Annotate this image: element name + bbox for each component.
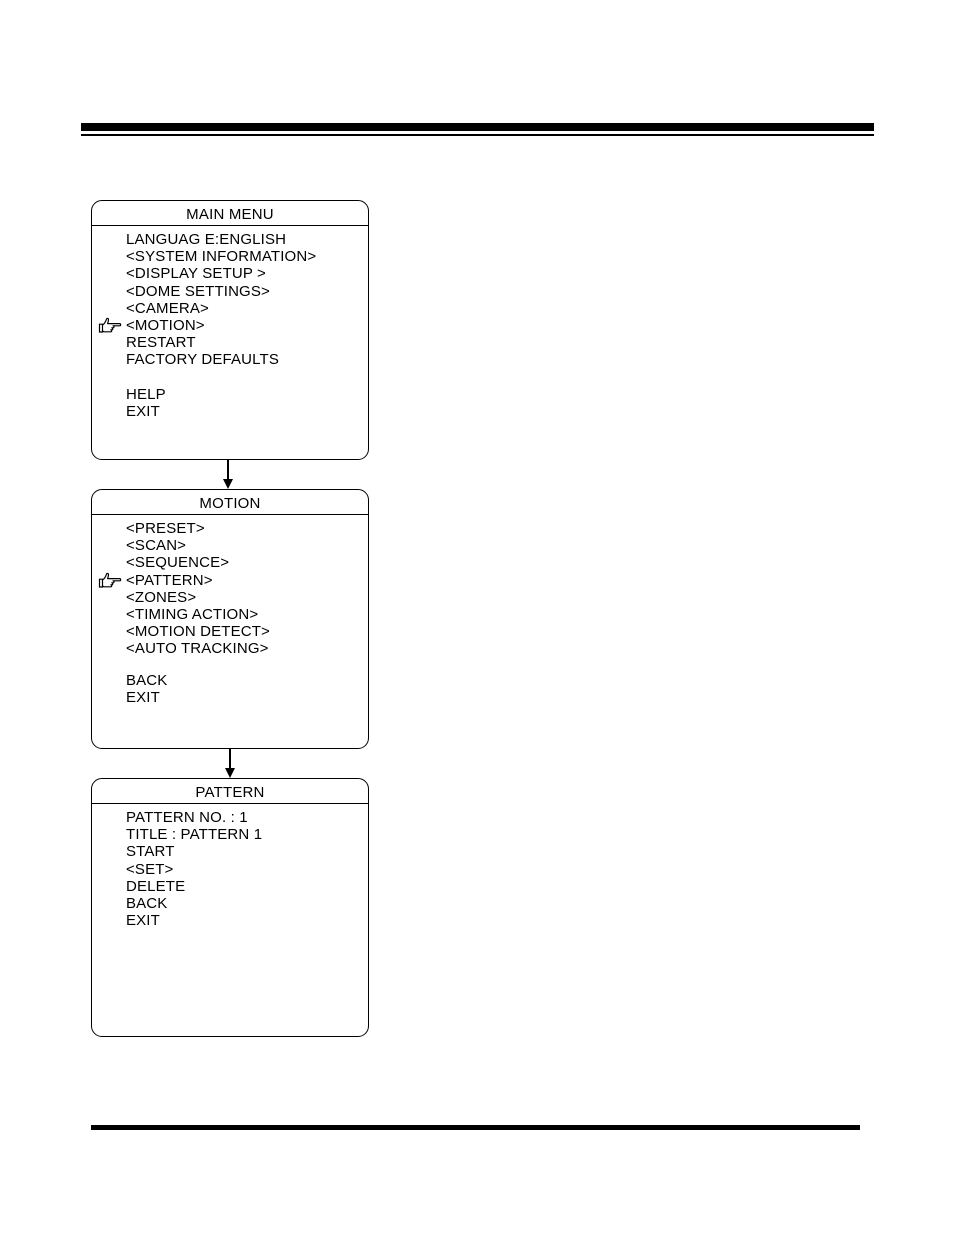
menu-item-label: LANGUAG E:ENGLISH (126, 231, 287, 248)
menu-spacer (126, 658, 364, 672)
header-rule-thin (81, 134, 874, 136)
menu-item-label: EXIT (126, 688, 160, 706)
menu-item-exit[interactable]: EXIT (126, 689, 364, 706)
menu-item-title-pattern-1[interactable]: TITLE : PATTERN 1 (126, 826, 364, 843)
menu-item-label: DELETE (126, 877, 186, 895)
menu-item-label: BACK (126, 894, 168, 912)
menu-item-pattern-no-1[interactable]: PATTERN NO. : 1 (126, 809, 364, 826)
arrow-down-icon (223, 460, 233, 489)
menu-item-dome-settings[interactable]: <DOME SETTINGS> (126, 283, 364, 300)
pointing-hand-icon (98, 317, 122, 334)
menu-item-motion-detect[interactable]: <MOTION DETECT> (126, 623, 364, 640)
menu-item-label: <SET> (126, 860, 174, 878)
menu-item-label: <PRESET> (126, 520, 205, 537)
pointing-hand-icon (98, 572, 122, 589)
footer-rule (91, 1125, 860, 1130)
main-menu-panel: MAIN MENU LANGUAG E:ENGLISH<SYSTEM INFOR… (91, 200, 369, 460)
menu-item-sequence[interactable]: <SEQUENCE> (126, 554, 364, 571)
menu-item-label: EXIT (126, 912, 160, 930)
motion-menu-panel: MOTION <PRESET><SCAN><SEQUENCE><PATTERN>… (91, 489, 369, 749)
menu-item-label: <ZONES> (126, 588, 197, 606)
menu-item-delete[interactable]: DELETE (126, 878, 364, 895)
menu-item-auto-tracking[interactable]: <AUTO TRACKING> (126, 640, 364, 657)
menu-item-restart[interactable]: RESTART (126, 334, 364, 351)
motion-menu-list: <PRESET><SCAN><SEQUENCE><PATTERN><ZONES>… (98, 520, 364, 706)
menu-item-exit[interactable]: EXIT (126, 912, 364, 929)
menu-item-label: <DISPLAY SETUP > (126, 265, 266, 283)
menu-item-label: <DOME SETTINGS> (126, 282, 270, 300)
menu-item-timing-action[interactable]: <TIMING ACTION> (126, 606, 364, 623)
menu-spacer (126, 369, 364, 386)
menu-item-label: <SCAN> (126, 537, 187, 555)
motion-menu-title: MOTION (92, 490, 368, 515)
menu-item-start[interactable]: START (126, 843, 364, 860)
menu-item-label: TITLE : PATTERN 1 (126, 826, 263, 844)
menu-item-factory-defaults[interactable]: FACTORY DEFAULTS (126, 351, 364, 368)
menu-item-exit[interactable]: EXIT (126, 403, 364, 420)
menu-item-scan[interactable]: <SCAN> (126, 537, 364, 554)
menu-item-label: FACTORY DEFAULTS (126, 351, 280, 369)
menu-item-label: EXIT (126, 402, 160, 420)
menu-item-label: RESTART (126, 334, 196, 352)
menu-item-label: BACK (126, 671, 168, 689)
menu-item-system-information[interactable]: <SYSTEM INFORMATION> (126, 248, 364, 265)
menu-item-back[interactable]: BACK (126, 895, 364, 912)
menu-item-pattern[interactable]: <PATTERN> (98, 571, 364, 589)
menu-item-label: <SEQUENCE> (126, 554, 230, 572)
menu-item-set[interactable]: <SET> (126, 861, 364, 878)
menu-item-motion[interactable]: <MOTION> (98, 316, 364, 334)
pattern-menu-title: PATTERN (92, 779, 368, 804)
menu-item-label: <PATTERN> (126, 571, 213, 589)
menu-item-label: <AUTO TRACKING> (126, 640, 269, 658)
menu-item-zones[interactable]: <ZONES> (126, 589, 364, 606)
menu-item-preset[interactable]: <PRESET> (126, 520, 364, 537)
arrow-down-icon (225, 749, 235, 778)
menu-item-label: START (126, 843, 175, 861)
menu-item-label: HELP (126, 385, 166, 403)
menu-item-back[interactable]: BACK (126, 672, 364, 689)
menu-item-label: <TIMING ACTION> (126, 605, 259, 623)
header-rule-thick (81, 123, 874, 131)
menu-item-label: <SYSTEM INFORMATION> (126, 248, 317, 266)
menu-item-label: <MOTION DETECT> (126, 623, 270, 641)
menu-item-camera[interactable]: <CAMERA> (126, 300, 364, 317)
menu-item-help[interactable]: HELP (126, 386, 364, 403)
menu-item-languag-e-english[interactable]: LANGUAG E:ENGLISH (126, 231, 364, 248)
main-menu-title: MAIN MENU (92, 201, 368, 226)
main-menu-list: LANGUAG E:ENGLISH<SYSTEM INFORMATION><DI… (98, 231, 364, 420)
menu-item-label: PATTERN NO. : 1 (126, 809, 248, 826)
menu-item-label: <MOTION> (126, 316, 205, 334)
menu-item-display-setup[interactable]: <DISPLAY SETUP > (126, 265, 364, 282)
menu-item-label: <CAMERA> (126, 299, 209, 317)
